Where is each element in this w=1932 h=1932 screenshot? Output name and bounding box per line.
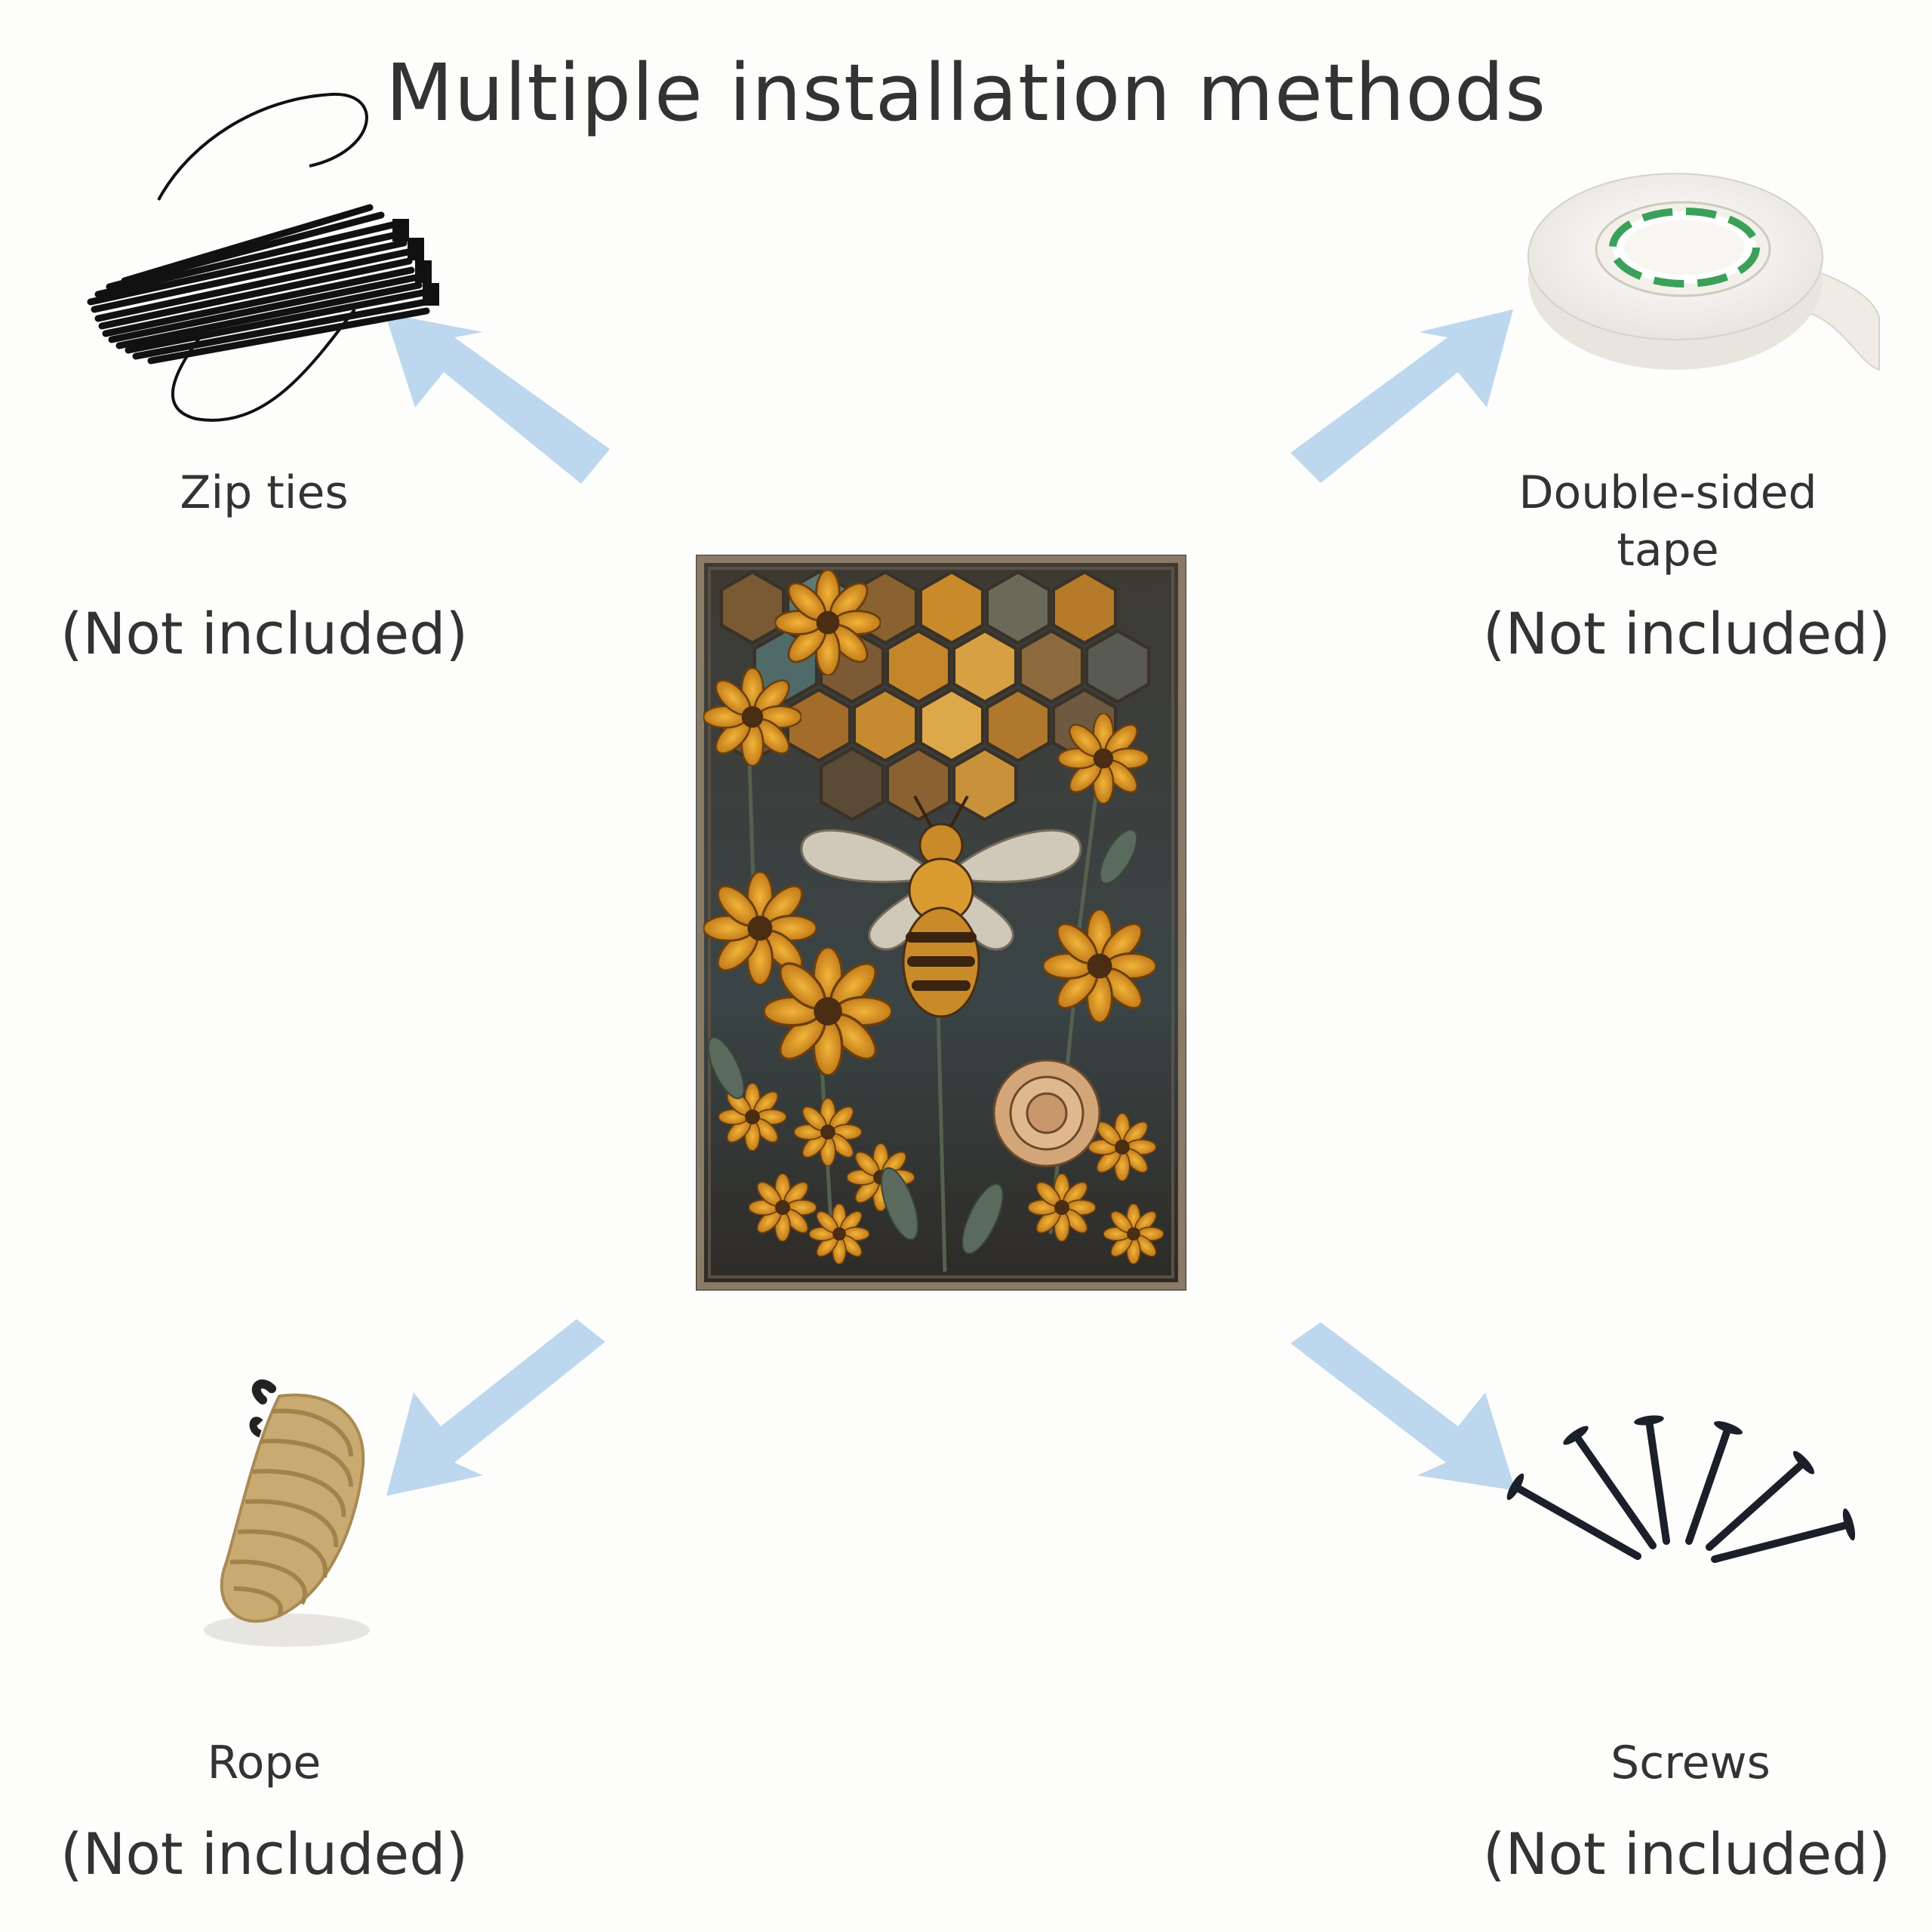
- label-double-sided-tape: Double-sided tape: [1518, 466, 1817, 577]
- arrow-to-rope: [386, 1319, 605, 1496]
- note-screws: (Not included): [1482, 1820, 1891, 1887]
- bee-honeycomb-metal-sign: [696, 555, 1186, 1291]
- note-double-sided-tape: (Not included): [1482, 600, 1891, 667]
- zip-ties-icon: [87, 92, 439, 422]
- arrow-to-screws: [1291, 1322, 1515, 1491]
- arrow-to-zip-ties: [385, 313, 610, 484]
- rose: [992, 1059, 1101, 1168]
- screws-icon: [1506, 1415, 1856, 1563]
- tape-roll-icon: [1527, 173, 1880, 371]
- arrow-to-tape: [1291, 309, 1513, 483]
- note-zip-ties: (Not included): [60, 600, 469, 667]
- label-zip-ties: Zip ties: [180, 466, 349, 519]
- page-title: Multiple installation methods: [385, 47, 1547, 139]
- rope-coil-icon: [204, 1379, 370, 1647]
- label-rope: Rope: [207, 1737, 321, 1789]
- label-screws: Screws: [1611, 1737, 1770, 1789]
- note-rope: (Not included): [60, 1820, 469, 1887]
